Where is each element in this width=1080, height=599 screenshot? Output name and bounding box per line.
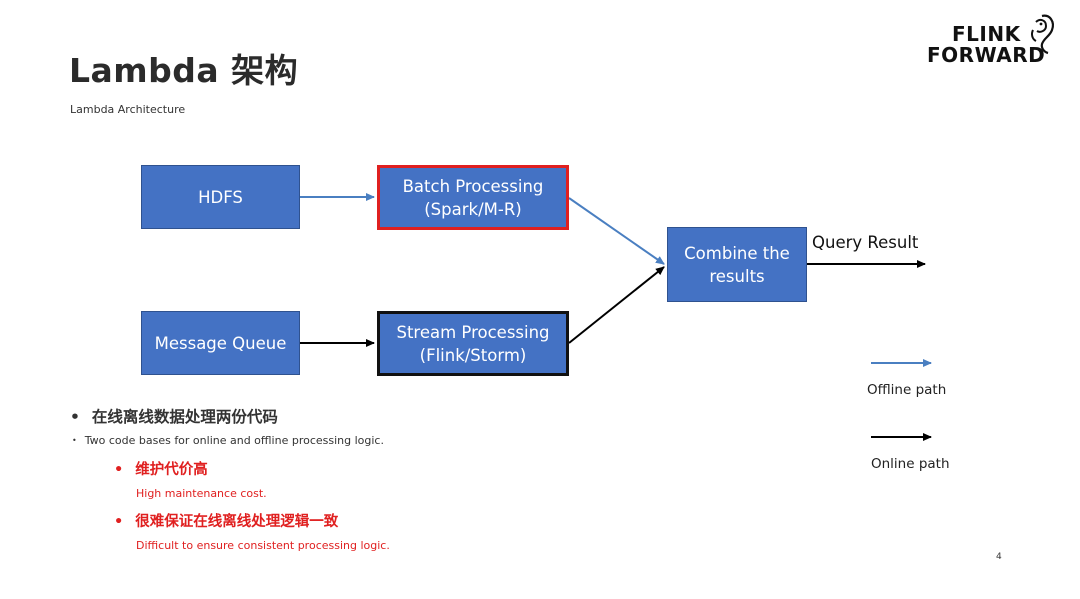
bullet-icon: • bbox=[72, 436, 77, 445]
bullet-sub1-cn-text: 维护代价高 bbox=[135, 462, 208, 478]
arrow-stream-to-combine bbox=[568, 266, 665, 344]
bullet-icon: • bbox=[114, 514, 124, 530]
query-result-label: Query Result bbox=[812, 233, 919, 252]
node-hdfs: HDFS bbox=[141, 165, 300, 229]
node-mq-label: Message Queue bbox=[154, 333, 287, 353]
bullet-main-en: • Two code bases for online and offline p… bbox=[72, 434, 384, 447]
node-combine-label: Combine the results bbox=[684, 243, 790, 286]
legend-offline-label: Offline path bbox=[867, 382, 947, 398]
node-combine-results: Combine the results bbox=[667, 227, 807, 302]
flink-forward-logo: FLINK FORWARD bbox=[924, 12, 1056, 68]
logo-text-line2: FORWARD bbox=[927, 43, 1046, 67]
bullet-sub1-cn: • 维护代价高 bbox=[114, 458, 208, 479]
arrow-batch-to-combine bbox=[568, 197, 665, 265]
page-subtitle: Lambda Architecture bbox=[70, 103, 186, 116]
bullet-sub1-en: High maintenance cost. bbox=[136, 487, 267, 500]
bullet-main-cn: • 在线离线数据处理两份代码 bbox=[70, 405, 278, 427]
legend-online-label: Online path bbox=[871, 456, 950, 472]
node-hdfs-label: HDFS bbox=[198, 187, 243, 207]
node-stream-label: Stream Processing (Flink/Storm) bbox=[396, 322, 550, 365]
squirrel-icon bbox=[1031, 14, 1054, 55]
node-stream-processing: Stream Processing (Flink/Storm) bbox=[377, 311, 569, 376]
node-batch-processing: Batch Processing (Spark/M-R) bbox=[377, 165, 569, 230]
page-title: Lambda 架构 bbox=[69, 51, 299, 90]
bullet-icon: • bbox=[114, 462, 124, 478]
page-number: 4 bbox=[996, 552, 1002, 562]
bullet-sub2-cn-text: 很难保证在线离线处理逻辑一致 bbox=[135, 514, 339, 530]
bullet-sub2-cn: • 很难保证在线离线处理逻辑一致 bbox=[114, 510, 338, 531]
node-message-queue: Message Queue bbox=[141, 311, 300, 375]
bullet-sub2-en: Difficult to ensure consistent processin… bbox=[136, 539, 390, 552]
node-batch-label: Batch Processing (Spark/M-R) bbox=[402, 176, 544, 219]
bullet-main-en-text: Two code bases for online and offline pr… bbox=[84, 434, 384, 447]
bullet-icon: • bbox=[70, 408, 80, 426]
logo-text-line1: FLINK bbox=[952, 22, 1021, 46]
bullet-main-cn-text: 在线离线数据处理两份代码 bbox=[91, 408, 278, 426]
